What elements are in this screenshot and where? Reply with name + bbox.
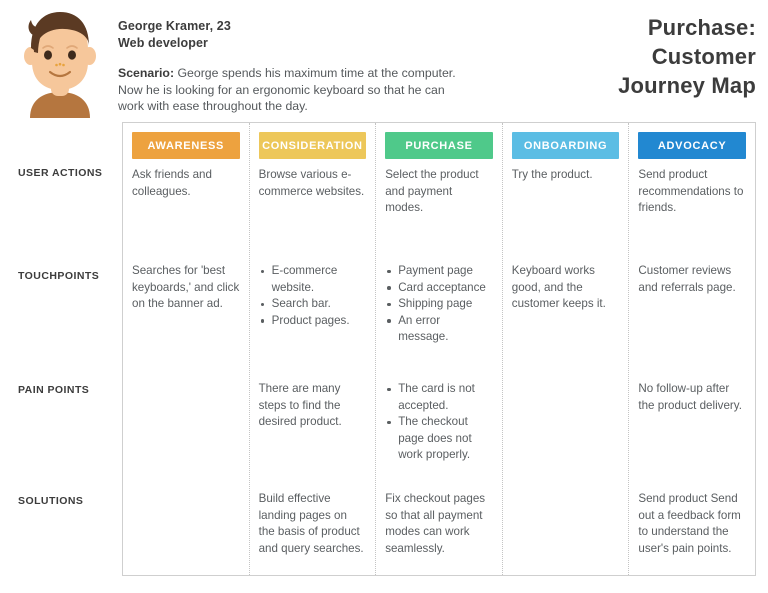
journey-column-awareness: AWARENESS Ask friends and colleagues. Sear… [123, 123, 249, 575]
cell-solutions-consideration: Build effective landing pages on the bas… [258, 492, 364, 555]
scenario-label: Scenario: [118, 66, 175, 80]
cell-list: E-commerce website.Search bar.Product pa… [259, 263, 367, 329]
journey-column-onboarding: ONBOARDING Try the product. Keyboard works… [501, 123, 629, 575]
page-title-line-2: Customer [651, 44, 756, 69]
page-title-line-3: Journey Map [618, 73, 756, 98]
persona-details: George Kramer, 23 Web developer Scenario… [118, 0, 768, 115]
persona-name: George Kramer, 23 [118, 19, 231, 33]
list-item: Shipping page [385, 296, 493, 313]
cell-touchpoints-awareness: Searches for 'best keyboards,' and click… [132, 264, 240, 310]
persona-header: George Kramer, 23 Web developer Scenario… [0, 0, 768, 120]
avatar [0, 0, 118, 118]
list-item: The checkout page does not work properly… [385, 414, 493, 464]
list-item: Search bar. [259, 296, 367, 313]
journey-table: AWARENESS Ask friends and colleagues. Sear… [122, 122, 756, 576]
stage-header-advocacy[interactable]: ADVOCACY [638, 132, 746, 159]
row-label-pain-points: PAIN POINTS [18, 384, 90, 396]
cell-user-actions-awareness: Ask friends and colleagues. [132, 168, 212, 198]
male-avatar-icon [24, 12, 96, 118]
cell-pain-points-consideration: There are many steps to find the desired… [258, 382, 342, 428]
cell-user-actions-consideration: Browse various e-commerce websites. [258, 168, 365, 198]
stage-header-purchase[interactable]: PURCHASE [385, 132, 493, 159]
scenario-text: George spends his maximum time at the co… [118, 66, 456, 113]
row-label-solutions: SOLUTIONS [18, 495, 84, 507]
journey-column-purchase: PURCHASE Select the product and payment m… [375, 123, 502, 575]
row-label-user-actions: USER ACTIONS [18, 167, 103, 179]
row-label-column: USER ACTIONS TOUCHPOINTS PAIN POINTS SOL… [0, 122, 122, 576]
cell-user-actions-purchase: Select the product and payment modes. [385, 168, 479, 214]
row-label-touchpoints: TOUCHPOINTS [18, 270, 100, 282]
list-item: Card acceptance [385, 280, 493, 297]
journey-column-consideration: CONSIDERATION Browse various e-commerce w… [248, 123, 376, 575]
cell-list: The card is not accepted.The checkout pa… [385, 381, 493, 464]
stage-header-onboarding[interactable]: ONBOARDING [511, 132, 620, 159]
persona-role: Web developer [118, 36, 208, 50]
journey-column-advocacy: ADVOCACY Send product recommendations to … [628, 123, 755, 575]
cell-user-actions-advocacy: Send product recommendations to friends. [638, 168, 744, 214]
cell-solutions-advocacy: Send product Send out a feedback form to… [638, 492, 741, 555]
stage-header-awareness[interactable]: AWARENESS [132, 132, 240, 159]
persona-scenario: Scenario: George spends his maximum time… [118, 65, 463, 115]
list-item: Payment page [385, 263, 493, 280]
cell-pain-points-purchase: The card is not accepted.The checkout pa… [385, 381, 493, 464]
page-title-line-1: Purchase: [647, 15, 756, 40]
list-item: Product pages. [259, 313, 367, 330]
list-item: The card is not accepted. [385, 381, 493, 414]
page-title: Purchase: Customer Journey Map [486, 13, 756, 100]
cell-touchpoints-onboarding: Keyboard works good, and the customer ke… [511, 264, 606, 310]
list-item: An error message. [385, 313, 493, 346]
cell-solutions-purchase: Fix checkout pages so that all payment m… [385, 492, 486, 555]
cell-user-actions-onboarding: Try the product. [511, 168, 593, 181]
list-item: E-commerce website. [259, 263, 367, 296]
cell-pain-points-advocacy: No follow-up after the product delivery. [638, 382, 742, 412]
cell-touchpoints-consideration: E-commerce website.Search bar.Product pa… [259, 263, 367, 329]
cell-touchpoints-advocacy: Customer reviews and referrals page. [638, 264, 736, 294]
stage-header-consideration[interactable]: CONSIDERATION [258, 132, 367, 159]
